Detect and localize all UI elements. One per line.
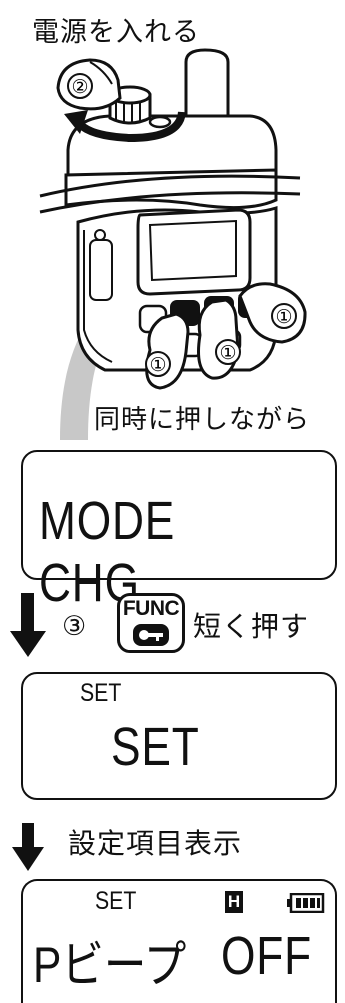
radio-top <box>66 114 278 182</box>
battery-icon <box>287 893 325 913</box>
display-window <box>136 208 252 296</box>
svg-text:①: ① <box>275 306 292 328</box>
svg-text:①: ① <box>149 354 166 376</box>
radio-illustration: ② ① ① ① <box>39 48 307 440</box>
lcd-screen-settings-item: SET H Pビープ OFF <box>21 879 337 1003</box>
rotate-arrow <box>74 111 186 143</box>
lcd-header-text: SET <box>80 679 122 707</box>
step-number: ③ <box>62 611 87 642</box>
setting-item-value: OFF <box>221 926 313 986</box>
lcd-screen-mode-change: MODE CHG <box>21 450 337 613</box>
page-title: 電源を入れる <box>32 17 200 48</box>
lcd-header-text: SET <box>95 887 137 915</box>
lcd-main-text: SET <box>111 717 200 777</box>
step3-instruction: 短く押す <box>193 610 310 643</box>
guide-curve <box>60 255 182 440</box>
setting-item-name: Pビープ <box>33 937 187 993</box>
press-simultaneously-caption: 同時に押しながら <box>92 399 313 436</box>
hand-key-middle <box>197 298 240 380</box>
dial-step-number: ② <box>71 76 88 98</box>
func-key-icon: FUNC <box>117 593 185 653</box>
lcd-screen-set: SET SET <box>21 672 337 800</box>
hand-key-left <box>145 312 190 390</box>
step4-instruction: 設定項目表示 <box>68 827 243 860</box>
key-lock-icon <box>133 624 169 646</box>
antenna <box>184 48 230 120</box>
down-arrow-icon <box>10 593 46 657</box>
high-power-icon: H <box>225 891 243 913</box>
func-key-label: FUNC <box>122 597 180 620</box>
down-arrow-icon <box>12 823 44 871</box>
svg-text:①: ① <box>219 342 236 364</box>
